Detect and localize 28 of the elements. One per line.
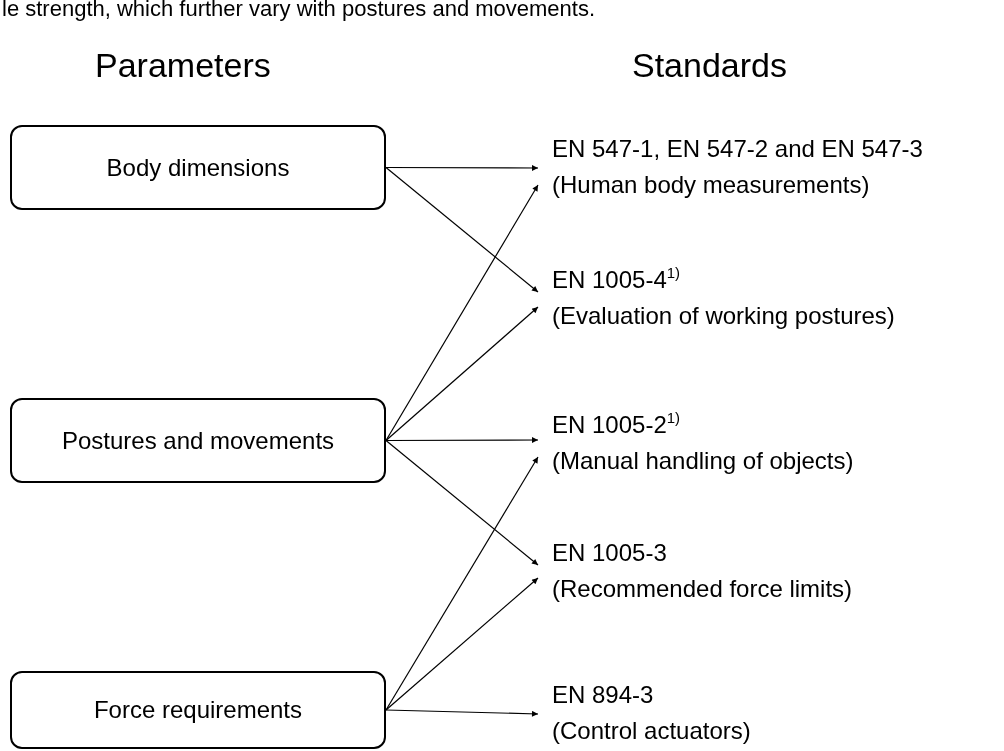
parameter-box — [10, 398, 386, 483]
standard-number: EN 1005-4$^{1)}$ — [552, 263, 682, 295]
parameter-label: Force requirements — [93, 696, 303, 724]
arrow — [385, 456, 539, 711]
body-text: le strength, which further vary with postures and movements. — [2, 0, 596, 22]
standard-number: EN 547-1, EN 547-2 and EN 547-3 — [552, 134, 924, 164]
standard-number: EN 1005-3 — [552, 538, 668, 568]
arrow — [385, 166, 539, 293]
arrow — [385, 165, 539, 171]
parameter-label: Body dimensions — [106, 153, 290, 182]
parameter-box — [10, 125, 386, 210]
standard-number: EN 894-3 — [552, 680, 655, 710]
arrow — [385, 709, 539, 717]
parameter-label: Postures and movements — [61, 426, 335, 455]
column-heading: Parameters — [95, 46, 271, 85]
arrow — [385, 439, 539, 566]
standard-title: (Evaluation of working postures) — [552, 301, 896, 331]
arrow — [385, 437, 539, 443]
standard-title: (Control actuators) — [552, 716, 752, 746]
parameter-box — [10, 671, 386, 749]
arrow — [385, 184, 539, 442]
standard-number: EN 1005-2$^{1)}$ — [552, 408, 682, 440]
column-heading: Standards — [632, 46, 787, 85]
standard-title: (Recommended force limits) — [552, 574, 854, 604]
standard-title: (Human body measurements) — [552, 170, 871, 200]
standard-title: (Manual handling of objects) — [552, 446, 855, 476]
arrow — [385, 577, 539, 711]
arrow — [385, 306, 539, 442]
